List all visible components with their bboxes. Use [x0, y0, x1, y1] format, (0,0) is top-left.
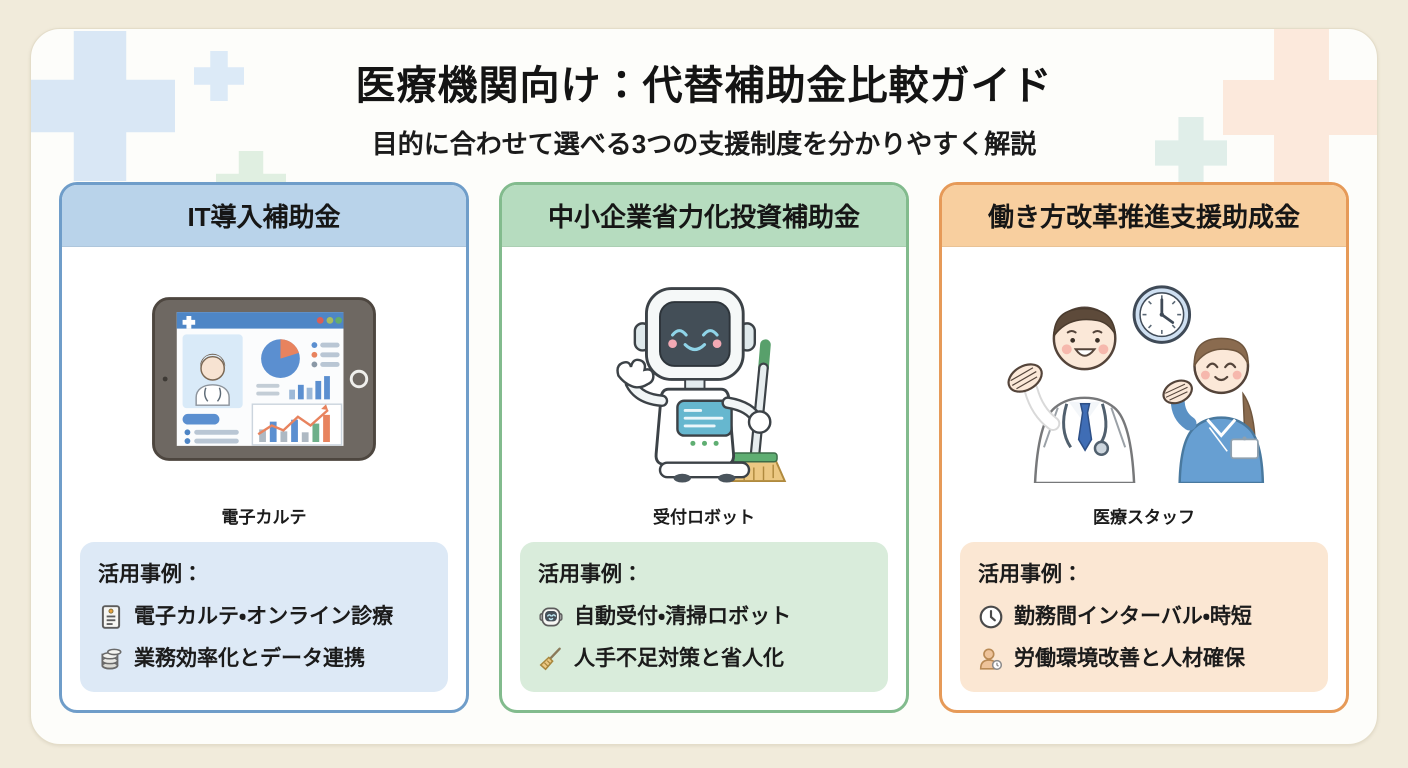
usecase-box: 活用事例： 勤務間インターバル・時短: [960, 542, 1328, 692]
person-icon: [978, 646, 1004, 672]
usecase-text: 勤務間インターバル・時短: [1014, 605, 1252, 629]
usecase-item: 業務効率化とデータ連携: [98, 646, 430, 672]
card-workstyle-subsidy: 働き方改革推進支援助成金: [939, 182, 1349, 713]
illustration-caption: 電子カルテ: [221, 508, 307, 527]
subsidy-cards: IT導入補助金: [59, 182, 1349, 713]
usecase-item: 自動受付・清掃ロボット: [538, 604, 870, 630]
illustration-caption: 医療スタッフ: [1093, 508, 1195, 527]
document-icon: [98, 604, 124, 630]
robot-icon: [538, 604, 564, 630]
reception-robot-illustration: [502, 247, 906, 503]
usecase-item: 電子カルテ・オンライン診療: [98, 604, 430, 630]
medical-staff-illustration: [942, 247, 1346, 503]
usecase-text: 人手不足対策と省人化: [574, 647, 784, 671]
tablet-emr-illustration: [62, 247, 466, 503]
medical-cross-decoration: [194, 51, 244, 101]
usecase-item: 勤務間インターバル・時短: [978, 604, 1310, 630]
usecase-label: 活用事例：: [98, 563, 203, 586]
page-subtitle: 目的に合わせて選べる3つの支援制度を分かりやすく解説: [371, 129, 1037, 159]
usecase-item: 労働環境改善と人材確保: [978, 646, 1310, 672]
usecase-text: 自動受付・清掃ロボット: [574, 605, 792, 629]
card-title: IT導入補助金: [62, 185, 466, 247]
card-laborsaving-subsidy: 中小企業省力化投資補助金: [499, 182, 909, 713]
medical-cross-decoration: [1223, 29, 1377, 186]
illustration-caption: 受付ロボット: [653, 508, 755, 527]
usecase-box: 活用事例： 電子カルテ・オンライン診療: [80, 542, 448, 692]
card-title: 中小企業省力化投資補助金: [502, 185, 906, 247]
database-icon: [98, 646, 124, 672]
usecase-text: 労働環境改善と人材確保: [1014, 647, 1245, 671]
usecase-box: 活用事例： 自動受付・清掃ロボット: [520, 542, 888, 692]
usecase-label: 活用事例：: [978, 563, 1083, 586]
medical-cross-decoration: [1155, 117, 1227, 189]
card-it-subsidy: IT導入補助金: [59, 182, 469, 713]
clock-icon: [978, 604, 1004, 630]
page-title: 医療機関向け：代替補助金比較ガイド: [355, 64, 1053, 108]
usecase-label: 活用事例：: [538, 563, 643, 586]
usecase-text: 電子カルテ・オンライン診療: [134, 605, 394, 629]
card-title: 働き方改革推進支援助成金: [942, 185, 1346, 247]
page-header: 医療機関向け：代替補助金比較ガイド 目的に合わせて選べる3つの支援制度を分かりや…: [31, 53, 1377, 161]
medical-cross-decoration: [31, 31, 175, 181]
broom-icon: [538, 646, 564, 672]
usecase-item: 人手不足対策と省人化: [538, 646, 870, 672]
usecase-text: 業務効率化とデータ連携: [134, 647, 365, 671]
main-panel: 医療機関向け：代替補助金比較ガイド 目的に合わせて選べる3つの支援制度を分かりや…: [30, 28, 1378, 745]
